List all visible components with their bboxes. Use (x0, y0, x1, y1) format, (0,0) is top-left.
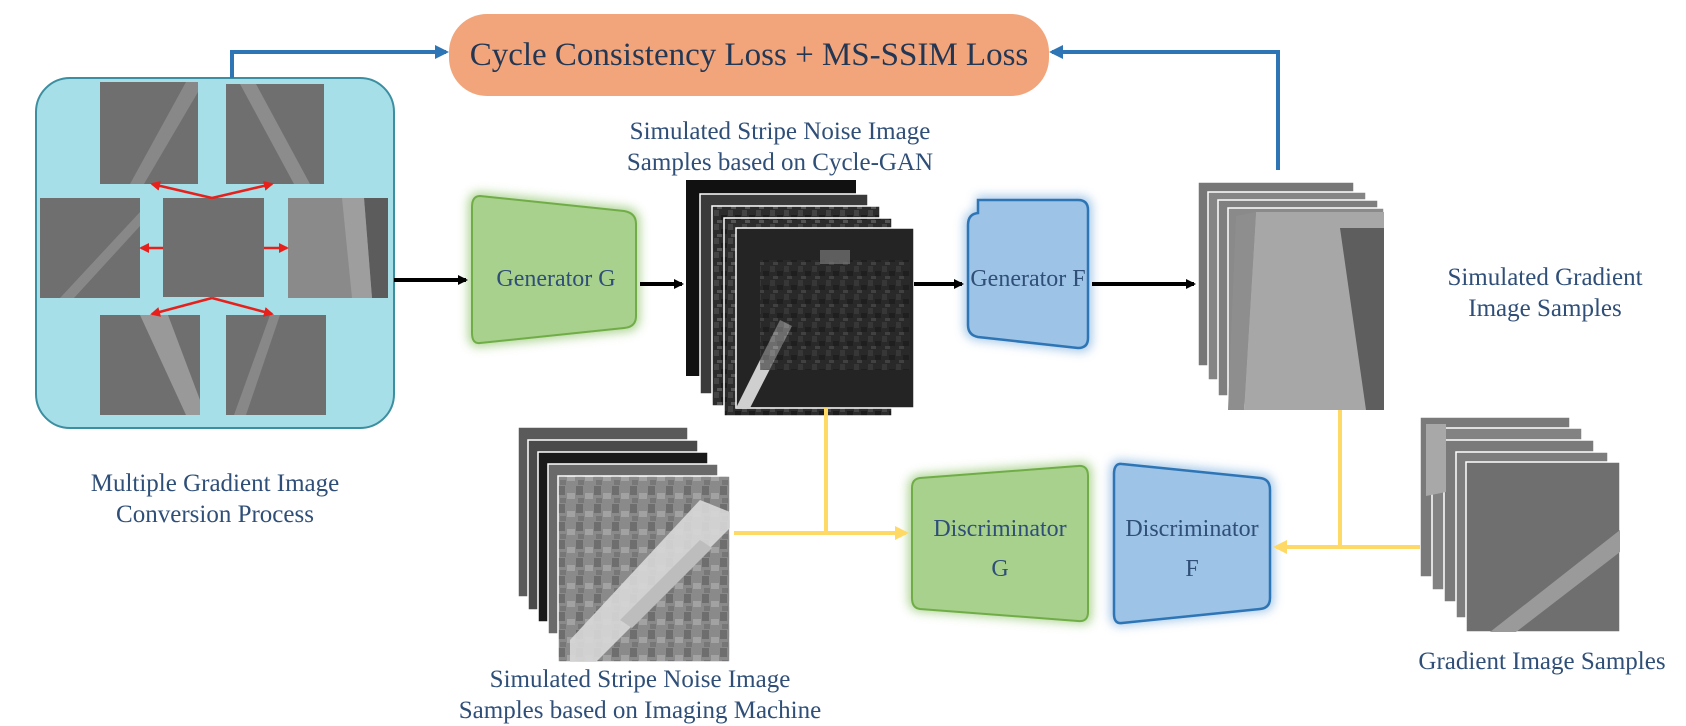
tile-bottom-left (100, 315, 200, 415)
gradient-samples-caption-line1: Gradient Image Samples (1418, 648, 1666, 675)
cyclegan-noise-caption-line2: Samples based on Cycle-GAN (626, 149, 934, 176)
cyclegan-noise-caption-line1: Simulated Stripe Noise Image (629, 118, 931, 145)
loss-box: Cycle Consistency Loss + MS-SSIM Loss (449, 14, 1049, 96)
discriminator-g-line2: G (991, 556, 1009, 582)
conversion-caption: Multiple Gradient Image Conversion Proce… (36, 468, 394, 530)
tile-bottom-right (226, 315, 326, 415)
tile-center (163, 198, 264, 297)
generator-f-shape (964, 196, 1092, 352)
conversion-tiles (40, 82, 388, 415)
flow-arrows (394, 275, 1196, 289)
machine-noise-caption: Simulated Stripe Noise Image Samples bas… (430, 664, 850, 726)
simulated-gradient-caption-line1: Simulated Gradient (1447, 264, 1643, 291)
generator-f: Generator F (968, 264, 1088, 294)
tile-mid-right (288, 198, 388, 298)
tile-top-right (226, 84, 324, 184)
gradient-samples-stack (1419, 416, 1621, 633)
conversion-caption-line2: Conversion Process (116, 501, 314, 528)
simulated-gradient-stack (1197, 181, 1385, 410)
discriminator-f: Discriminator F (1114, 514, 1270, 584)
gradient-samples-caption: Gradient Image Samples (1402, 646, 1682, 677)
discriminator-g-line1: Discriminator (933, 516, 1067, 542)
tile-mid-left (40, 198, 140, 298)
generator-g-shape (468, 192, 640, 348)
discriminator-f-shape (1110, 459, 1274, 627)
generator-g-label: Generator G (496, 266, 616, 292)
simulated-gradient-caption: Simulated Gradient Image Samples (1420, 262, 1670, 324)
red-arrows (139, 180, 289, 317)
discriminator-g: Discriminator G (912, 514, 1088, 584)
discriminator-f-line2: F (1185, 556, 1199, 582)
cyclegan-noise-stack (686, 180, 915, 417)
machine-noise-stack (517, 426, 731, 663)
generator-f-label: Generator F (970, 266, 1086, 292)
tile-top-left (100, 82, 198, 184)
generator-g: Generator G (476, 264, 636, 294)
loss-arrows (230, 45, 1280, 170)
conversion-caption-line1: Multiple Gradient Image (90, 470, 340, 497)
discriminator-g-shape (908, 461, 1092, 625)
simulated-gradient-caption-line2: Image Samples (1468, 295, 1622, 322)
cyclegan-noise-caption: Simulated Stripe Noise Image Samples bas… (600, 116, 960, 178)
machine-noise-caption-line2: Samples based on Imaging Machine (458, 697, 822, 724)
machine-noise-caption-line1: Simulated Stripe Noise Image (489, 666, 791, 693)
discriminator-arrows (734, 408, 1420, 554)
loss-label: Cycle Consistency Loss + MS-SSIM Loss (469, 36, 1029, 73)
discriminator-f-line1: Discriminator (1125, 516, 1259, 542)
